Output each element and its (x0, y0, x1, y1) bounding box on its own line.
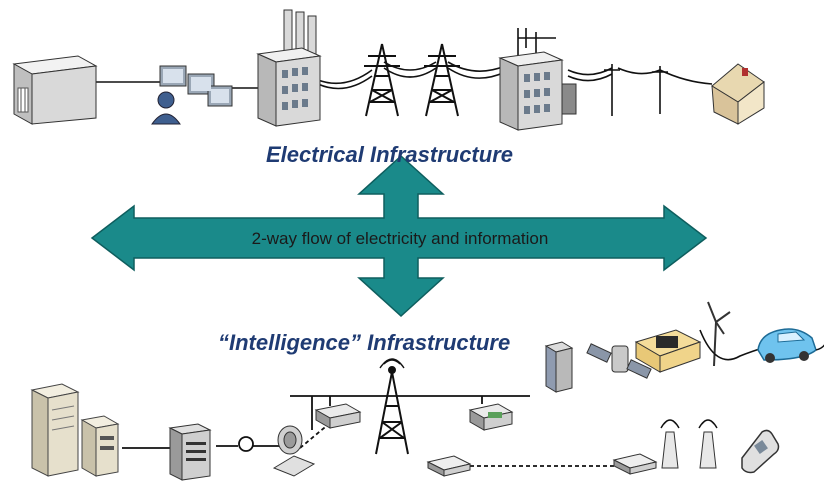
intelligence-infrastructure-title: “Intelligence” Infrastructure (218, 330, 511, 355)
server-tower-icon (168, 423, 212, 481)
satellite-icon (586, 343, 652, 379)
server-tower-icon (544, 341, 574, 393)
router-icon (314, 403, 362, 429)
modem-icon (612, 453, 658, 475)
network-links (122, 395, 614, 467)
substation-icon (498, 28, 577, 131)
power-plant-icon (256, 9, 322, 127)
two-way-arrow-icon (90, 154, 708, 318)
electric-car-icon (757, 328, 824, 363)
control-center-building-icon (12, 55, 98, 125)
wind-turbine-icon (707, 301, 731, 367)
server-tower-icon (30, 383, 120, 477)
house-icon (711, 63, 765, 125)
wireless-sensor-icon (660, 419, 680, 469)
electrical-infrastructure-title: Electrical Infrastructure (266, 142, 513, 167)
cell-phone-icon (741, 429, 780, 474)
wireless-sensor-icon (698, 419, 718, 469)
modem-icon (426, 455, 472, 477)
transmission-tower-icon (364, 43, 400, 117)
router-icon (468, 403, 514, 431)
radio-tower-icon (375, 358, 409, 455)
distribution-pole-icon (604, 64, 668, 116)
flow-label: 2-way flow of electricity and informatio… (251, 229, 549, 248)
operator-workstation-icon (151, 65, 233, 125)
battery-icon (634, 329, 702, 373)
transmission-tower-icon (424, 43, 460, 117)
satellite-dish-icon (272, 425, 316, 477)
